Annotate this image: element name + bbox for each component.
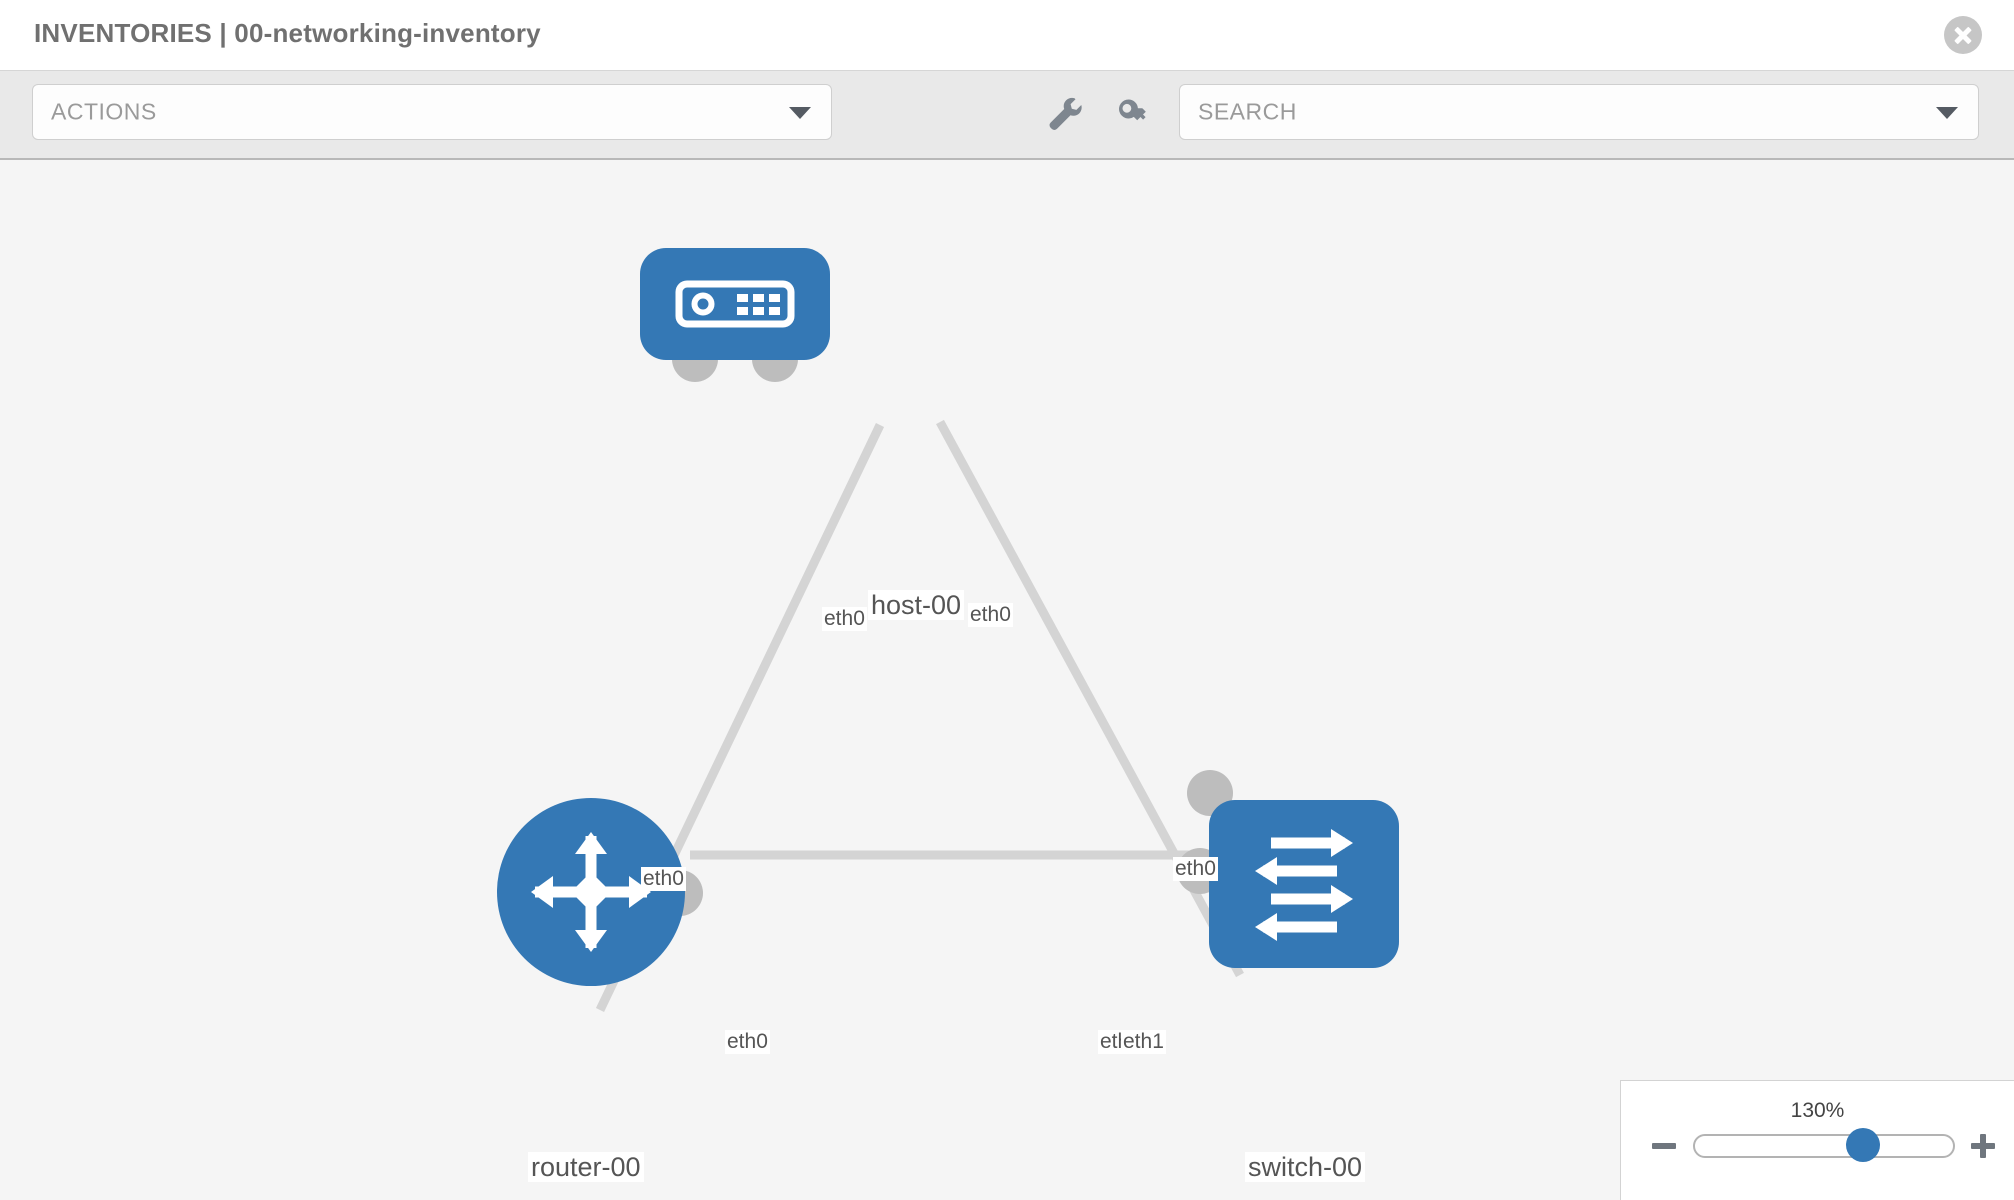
chevron-down-icon [789,107,811,119]
iface-label-router-eth0-uplink: eth0 [641,867,686,892]
topology-links [595,419,1244,1012]
wrench-icon[interactable] [1044,93,1086,135]
node-router-00[interactable] [497,798,703,986]
node-label-switch-00: switch-00 [1245,1152,1366,1183]
router-node-shape[interactable] [497,798,685,986]
zoom-slider[interactable] [1693,1128,1955,1162]
zoom-level-label: 130% [1790,1099,1845,1122]
host-node-shape[interactable] [640,248,830,360]
chevron-down-icon [1936,107,1958,119]
iface-label-router-eth0-right: eth0 [725,1030,770,1055]
actions-dropdown-label: ACTIONS [51,98,157,125]
zoom-control-panel: 130% [1620,1080,2014,1200]
zoom-in-button[interactable] [1968,1131,1998,1161]
node-host-00[interactable] [640,248,830,382]
node-label-router-00: router-00 [528,1152,644,1183]
page-title: INVENTORIES | 00-networking-inventory [34,18,541,48]
close-icon[interactable] [1944,16,1982,54]
search-placeholder: SEARCH [1198,98,1297,125]
iface-label-host-eth0-right: eth0 [968,603,1013,628]
iface-label-switch-eth0-uplink: eth0 [1173,857,1218,882]
server-icon [675,280,795,328]
node-switch-00[interactable] [1177,770,1399,968]
search-input[interactable]: SEARCH [1179,84,1979,140]
actions-dropdown[interactable]: ACTIONS [32,84,832,140]
zoom-slider-thumb[interactable] [1845,1128,1880,1162]
topology-canvas[interactable]: eth0 eth0 host-00 eth0 eth0 router-00 [0,160,2014,1200]
toolbar: ACTIONS SEARCH [0,70,2014,160]
switch-node-shape[interactable] [1209,800,1399,968]
key-icon[interactable] [1113,93,1155,135]
iface-label-switch-eth1-left: eth1 [1121,1030,1166,1055]
page-header: INVENTORIES | 00-networking-inventory [0,0,2014,70]
zoom-out-button[interactable] [1649,1131,1679,1161]
node-label-host-00: host-00 [868,590,965,621]
router-arrows-icon [531,832,651,952]
switch-arrows-icon [1255,829,1353,941]
iface-label-host-eth0-left: eth0 [822,607,867,632]
